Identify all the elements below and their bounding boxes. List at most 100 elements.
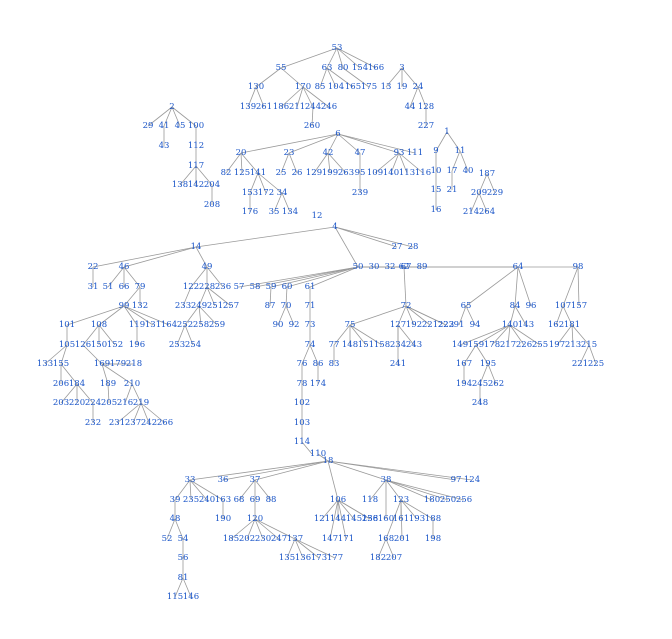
tree-edge [398,152,408,174]
node-label-110: 110 [310,449,326,459]
node-label-138: 138 [172,180,188,190]
tree-edge [98,324,116,346]
node-label-209: 209 [471,188,487,198]
node-label-111: 111 [407,148,423,158]
node-label-129: 129 [306,168,322,178]
tree-edge [182,286,192,307]
tree-edge [390,152,400,174]
node-label-152: 152 [107,340,123,350]
tree-edge [465,266,519,307]
tree-edge [123,286,141,307]
tree-edge [171,106,197,127]
tree-edge [417,86,427,108]
node-label-89: 89 [417,262,428,272]
node-label-207: 207 [386,553,402,563]
node-label-208: 208 [204,200,220,210]
node-label-238: 238 [362,514,378,524]
tree-edge [76,383,94,404]
node-label-100: 100 [188,121,204,131]
tree-edge [288,133,339,154]
tree-edge [240,152,259,174]
node-label-236: 236 [215,282,231,292]
node-label-136: 136 [295,553,311,563]
tree-edge [509,324,541,346]
node-label-260: 260 [304,121,320,131]
node-label-169: 169 [94,359,110,369]
tree-edge [140,402,166,424]
node-label-119: 119 [129,320,145,330]
tree-edge [123,305,138,326]
node-label-74: 74 [305,340,316,350]
tree-edge [176,324,186,346]
tree-edge [458,305,467,326]
node-label-76: 76 [297,359,308,369]
node-label-87: 87 [265,301,276,311]
tree-edge [195,165,213,186]
node-label-128: 128 [418,102,434,112]
tree-edge [579,344,590,365]
node-label-23: 23 [284,148,295,158]
tree-edge [246,518,256,540]
tree-edge [254,518,280,540]
tree-edge [459,150,469,172]
tree-edge [463,344,477,365]
node-label-251: 251 [207,301,223,311]
tree-edge [60,363,78,385]
node-label-88: 88 [266,495,277,505]
node-label-249: 249 [191,301,207,311]
node-label-147: 147 [322,534,338,544]
node-label-101: 101 [59,320,75,330]
tree-edge [309,344,319,365]
tree-edge [435,131,448,152]
tree-edge [140,402,150,424]
node-label-20: 20 [236,148,247,158]
tree-edge [198,305,218,326]
node-label-142: 142 [188,180,204,190]
node-label-174: 174 [310,379,326,389]
node-label-99: 99 [119,301,130,311]
node-label-171: 171 [338,534,354,544]
node-label-2: 2 [169,102,174,112]
tree-edge [270,266,359,288]
node-label-21: 21 [447,185,458,195]
node-label-247: 247 [271,534,287,544]
tree-edge [257,172,267,194]
node-label-97: 97 [451,475,462,485]
tree-edge [400,499,403,540]
tree-edge [296,86,304,108]
tree-edge [123,246,197,268]
node-label-264: 264 [479,207,495,217]
node-label-140: 140 [502,320,518,330]
tree-edge [249,172,259,194]
node-label-213: 213 [565,340,581,350]
tree-edge [269,286,272,307]
tree-edge [321,499,339,520]
node-label-237: 237 [125,418,141,428]
tree-edge [337,133,416,154]
tree-edge [326,67,354,88]
tree-edge [302,86,330,108]
node-label-82: 82 [221,168,232,178]
tree-edge [319,67,328,88]
tree-edge [254,518,264,540]
node-label-86: 86 [313,359,324,369]
node-label-167: 167 [456,359,472,369]
node-label-39: 39 [170,495,181,505]
node-label-25: 25 [276,168,287,178]
node-label-117: 117 [188,161,204,171]
tree-edge [280,152,290,174]
node-label-31: 31 [88,282,99,292]
tree-edge [349,324,367,346]
tree-edge [478,192,488,213]
node-label-54: 54 [178,534,189,544]
tree-edge [571,324,590,346]
tree-edge [403,266,407,307]
tree-edge [397,324,415,346]
node-label-120: 120 [247,514,263,524]
tree-edge [336,47,377,69]
tree-edge [206,266,224,288]
node-label-214: 214 [463,207,479,217]
node-label-62: 62 [399,262,410,272]
node-label-193: 193 [409,514,425,524]
node-label-92: 92 [289,320,300,330]
